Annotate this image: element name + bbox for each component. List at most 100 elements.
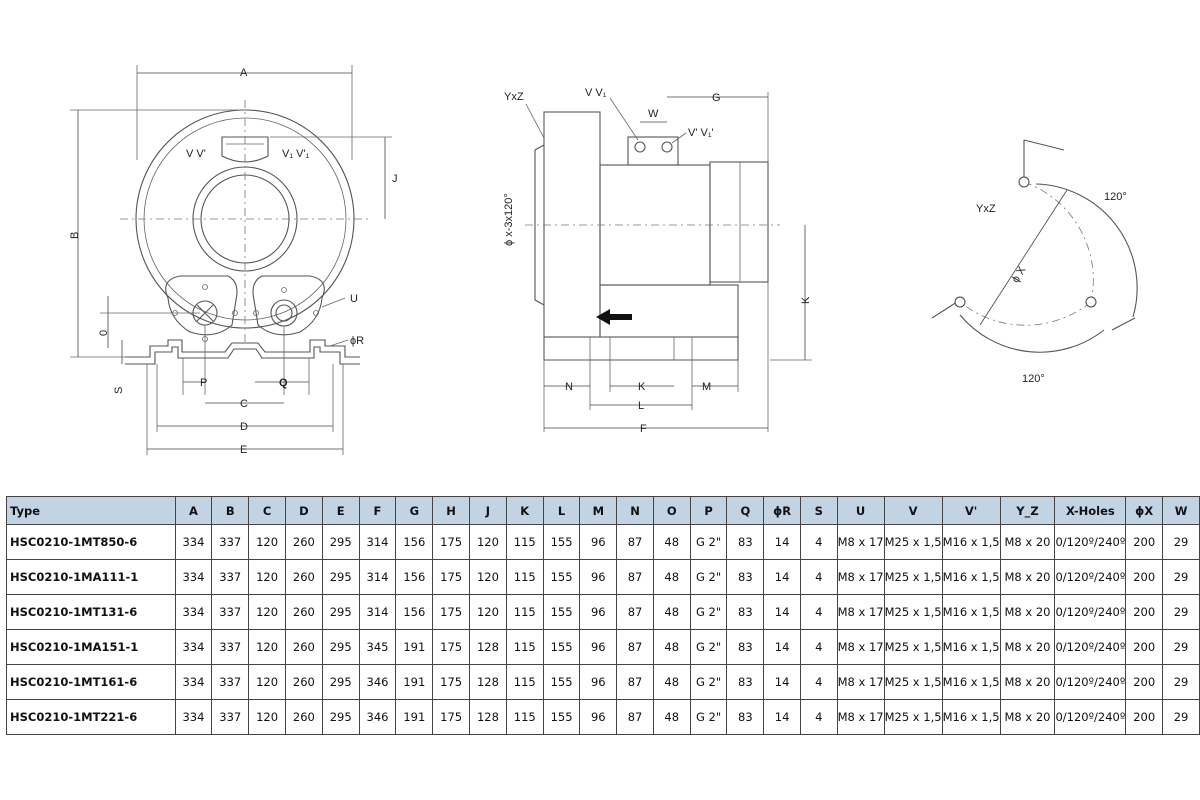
value-cell: 120: [248, 524, 286, 560]
col-header: F: [358, 496, 397, 525]
col-header: L: [542, 496, 581, 525]
value-cell: M16 x 1,5: [941, 524, 1001, 560]
value-cell: 4: [799, 524, 838, 560]
value-cell: 337: [211, 629, 250, 665]
value-cell: 87: [616, 664, 654, 700]
value-cell: M16 x 1,5: [941, 699, 1001, 735]
value-cell: 115: [505, 559, 544, 595]
dim-label-W: W: [648, 108, 659, 120]
value-cell: 128: [469, 629, 507, 665]
value-cell: 83: [726, 559, 765, 595]
value-cell: 48: [652, 664, 691, 700]
value-cell: 48: [652, 524, 691, 560]
value-cell: 29: [1162, 664, 1200, 700]
label-vv-right: V₁ V'₁: [282, 148, 310, 160]
dim-label-L: L: [638, 400, 644, 412]
value-cell: 115: [505, 664, 544, 700]
value-cell: 175: [432, 559, 471, 595]
value-cell: 29: [1162, 524, 1200, 560]
col-header: V': [941, 496, 1001, 525]
col-header: U: [836, 496, 885, 525]
value-cell: 96: [579, 559, 618, 595]
col-header: N: [616, 496, 654, 525]
value-cell: 337: [211, 524, 250, 560]
value-cell: 334: [174, 524, 213, 560]
value-cell: 260: [284, 699, 323, 735]
value-cell: 334: [174, 629, 213, 665]
value-cell: 314: [358, 594, 397, 630]
col-header: D: [284, 496, 323, 525]
col-header: P: [689, 496, 728, 525]
dim-label-D: D: [240, 421, 248, 433]
value-cell: M8 x 20: [999, 699, 1056, 735]
value-cell: 87: [616, 524, 654, 560]
value-cell: 260: [284, 629, 323, 665]
dim-label-O: 0: [98, 330, 110, 336]
value-cell: 14: [763, 594, 801, 630]
dim-label-B: B: [69, 232, 81, 239]
value-cell: 295: [321, 559, 360, 595]
dim-label-S: S: [113, 387, 125, 394]
col-header: Y_Z: [999, 496, 1056, 525]
value-cell: M8 x 20: [999, 559, 1056, 595]
value-cell: 120: [248, 664, 286, 700]
col-header-type: Type: [6, 496, 176, 525]
value-cell: 337: [211, 594, 250, 630]
technical-drawing: A B J V V' V₁ V'₁ U ϕR 0 S P Q C: [69, 65, 1138, 456]
value-cell: 175: [432, 594, 471, 630]
value-cell: 155: [542, 524, 581, 560]
value-cell: G 2": [689, 524, 728, 560]
value-cell: 295: [321, 594, 360, 630]
value-cell: 115: [505, 594, 544, 630]
value-cell: 48: [652, 594, 691, 630]
value-cell: M8 x 20: [999, 594, 1056, 630]
value-cell: 96: [579, 664, 618, 700]
value-cell: 115: [505, 699, 544, 735]
value-cell: 120: [469, 524, 507, 560]
value-cell: 295: [321, 524, 360, 560]
value-cell: 200: [1125, 524, 1164, 560]
value-cell: 0/120º/240º: [1054, 629, 1127, 665]
value-cell: 4: [799, 629, 838, 665]
col-header: X-Holes: [1054, 496, 1127, 525]
type-cell: HSC0210-1MT221-6: [6, 699, 176, 735]
dim-label-P: P: [200, 377, 207, 389]
value-cell: M16 x 1,5: [941, 664, 1001, 700]
value-cell: 260: [284, 594, 323, 630]
value-cell: 337: [211, 559, 250, 595]
side-view: YxZ V V₁ W G V' V₁' ϕ x-3x120° K N K M L…: [503, 87, 812, 435]
value-cell: 155: [542, 699, 581, 735]
value-cell: M8 x 20: [999, 664, 1056, 700]
dim-label-C: C: [240, 398, 248, 410]
value-cell: 120: [469, 594, 507, 630]
value-cell: 337: [211, 664, 250, 700]
value-cell: M8 x 17: [836, 629, 885, 665]
label-120-top: 120°: [1104, 191, 1127, 203]
value-cell: 260: [284, 559, 323, 595]
value-cell: 115: [505, 629, 544, 665]
value-cell: 87: [616, 699, 654, 735]
value-cell: G 2": [689, 559, 728, 595]
spec-table: Type A B C D E F G H J K L M N O P Q ϕR …: [6, 496, 1200, 735]
value-cell: 120: [248, 629, 286, 665]
type-cell: HSC0210-1MA151-1: [6, 629, 176, 665]
value-cell: 334: [174, 594, 213, 630]
col-header: Q: [726, 496, 765, 525]
value-cell: 96: [579, 699, 618, 735]
value-cell: 83: [726, 664, 765, 700]
col-header: M: [579, 496, 618, 525]
value-cell: 337: [211, 699, 250, 735]
value-cell: 96: [579, 594, 618, 630]
value-cell: 156: [395, 594, 434, 630]
label-VV1: V V₁: [585, 87, 607, 99]
value-cell: 260: [284, 524, 323, 560]
value-cell: M8 x 17: [836, 699, 885, 735]
value-cell: G 2": [689, 699, 728, 735]
value-cell: 295: [321, 664, 360, 700]
value-cell: 14: [763, 664, 801, 700]
value-cell: 14: [763, 699, 801, 735]
value-cell: M8 x 17: [836, 524, 885, 560]
